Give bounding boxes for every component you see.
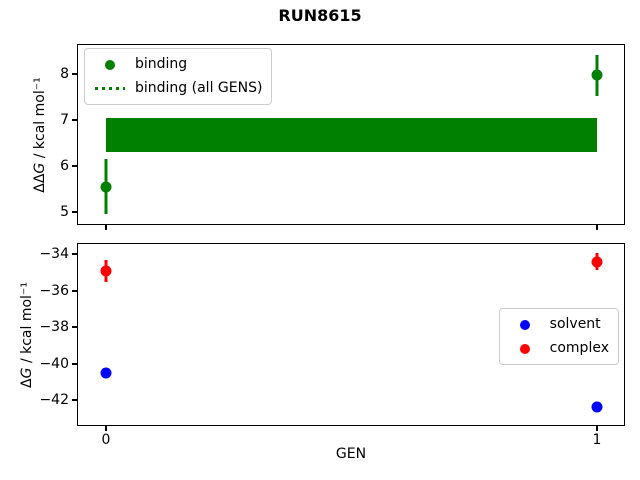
- y-tick-label: 8: [60, 65, 69, 82]
- x-tick-label: 1: [592, 432, 602, 448]
- y-axis-label-units: / kcal mol⁻¹: [19, 281, 35, 367]
- y-tick: [72, 253, 77, 256]
- y-tick-label: −36: [39, 282, 69, 299]
- legend-marker: [509, 343, 541, 354]
- legend-label: complex: [549, 340, 609, 356]
- legend-label: binding (all GENS): [135, 80, 263, 96]
- y-tick: [72, 165, 77, 168]
- y-tick-label: −38: [39, 319, 69, 336]
- legend-dotted-line-icon: [95, 87, 125, 90]
- x-tick: [104, 225, 107, 230]
- binding-plot: ΔΔG / kcal mol⁻¹ 5 6 7 8 binding binding (all …: [32, 44, 625, 230]
- data-point-marker: [591, 69, 603, 81]
- legend-label: solvent: [549, 316, 601, 332]
- x-tick-label: 0: [101, 432, 111, 448]
- y-tick: [72, 289, 77, 292]
- y-tick-label: −34: [39, 246, 69, 263]
- x-axis-label: GEN: [335, 446, 367, 462]
- legend: solvent complex: [498, 308, 619, 365]
- legend-row: solvent: [509, 314, 609, 335]
- legend-row: complex: [509, 338, 609, 359]
- data-point-marker: [591, 256, 603, 268]
- y-tick-label: −40: [39, 355, 69, 372]
- legend-marker: [94, 59, 126, 70]
- data-point-marker: [100, 265, 112, 277]
- legend-marker: [94, 87, 126, 90]
- data-point-marker: [100, 367, 112, 379]
- data-point-marker: [100, 181, 112, 193]
- y-tick: [72, 211, 77, 214]
- y-tick-label: 5: [60, 204, 69, 221]
- y-tick: [72, 326, 77, 329]
- y-axis-label-prefix: Δ: [19, 377, 35, 388]
- y-tick-label: −42: [39, 392, 69, 409]
- y-axis-label-symbol: G: [19, 367, 35, 378]
- legend-row: binding: [94, 54, 262, 75]
- uncertainty-band: [105, 117, 597, 153]
- y-tick: [72, 119, 77, 121]
- y-tick: [72, 399, 77, 402]
- x-tick: [104, 426, 107, 431]
- figure-title: RUN8615: [278, 6, 362, 25]
- x-tick: [595, 426, 598, 431]
- legend-marker: [509, 319, 541, 330]
- data-point-marker: [591, 401, 603, 413]
- y-axis-label-prefix: ΔΔ: [32, 173, 48, 193]
- legend-dot-icon: [105, 59, 115, 70]
- y-tick: [72, 362, 77, 365]
- y-tick: [72, 72, 77, 75]
- y-axis-label: ΔΔG / kcal mol⁻¹: [32, 77, 48, 192]
- free-energy-plot: ΔG / kcal mol⁻¹ −34 −36 −38 −40 −42 0 1 solvent c…: [19, 243, 625, 447]
- legend-label: binding: [135, 56, 188, 72]
- x-tick: [595, 225, 598, 230]
- y-tick-label: 7: [60, 112, 69, 128]
- legend-dot-icon: [519, 343, 530, 354]
- legend: binding binding (all GENS): [84, 48, 273, 105]
- y-axis-label: ΔG / kcal mol⁻¹: [19, 282, 35, 388]
- legend-row: binding (all GENS): [94, 78, 262, 99]
- y-axis-label-units: / kcal mol⁻¹: [32, 76, 48, 163]
- legend-dot-icon: [519, 319, 530, 330]
- y-axis-label-symbol: G: [32, 162, 48, 174]
- y-tick-label: 6: [60, 158, 69, 175]
